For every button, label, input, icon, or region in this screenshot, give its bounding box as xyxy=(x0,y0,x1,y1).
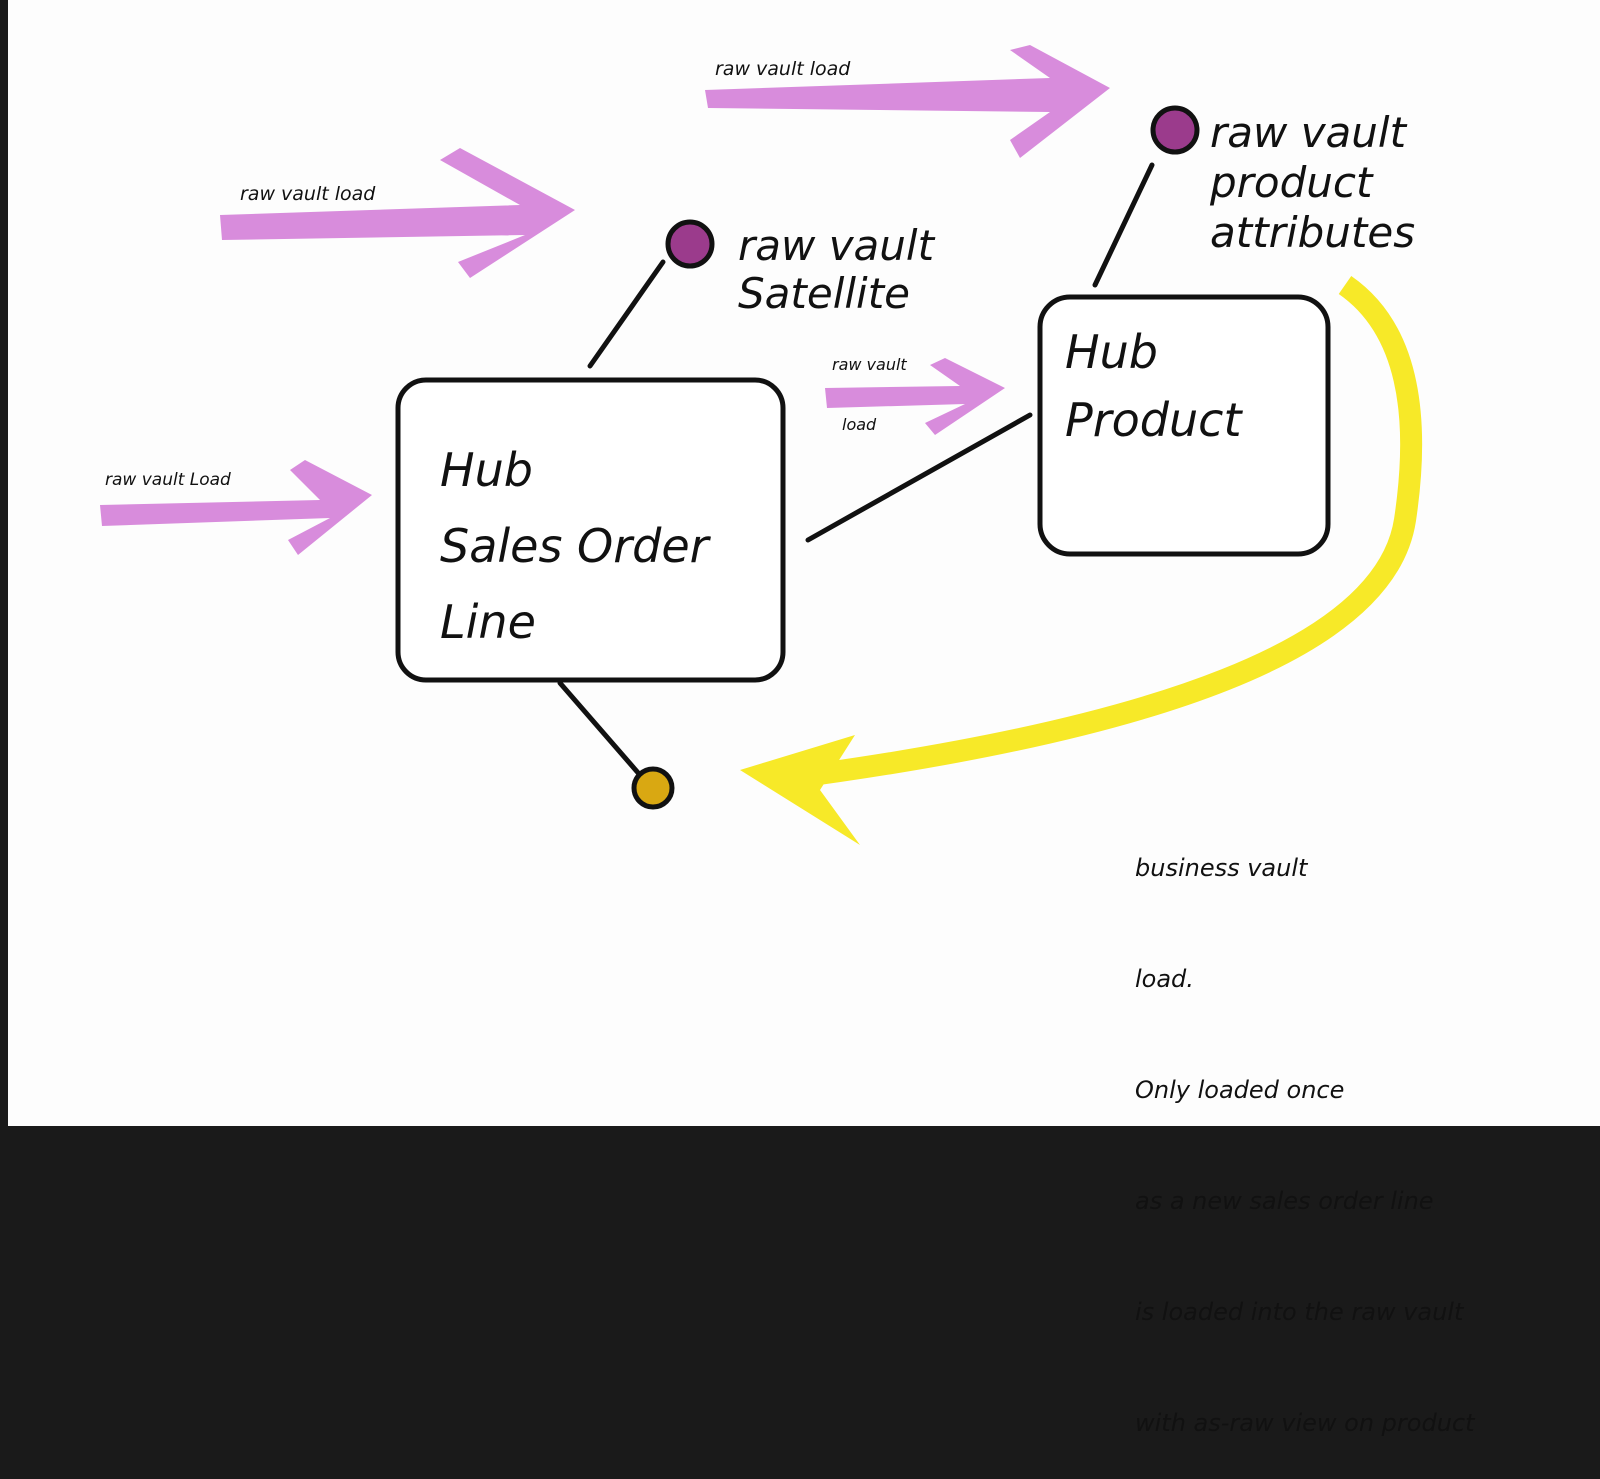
hub-label-line: Hub xyxy=(440,443,533,497)
satellite-label-line: raw vault xyxy=(738,221,935,270)
note-line: load. xyxy=(1135,965,1194,993)
hub-sales-order-line-box xyxy=(395,377,786,683)
note-line: is loaded into the raw vault xyxy=(1135,1298,1464,1326)
raw-vault-load-arrow-middle xyxy=(825,358,1005,435)
satellite-label-line: raw vault xyxy=(1210,108,1407,157)
connector-satellite-product xyxy=(1092,162,1155,288)
arrow-label-top: raw vault load xyxy=(715,58,851,80)
note-line: Only loaded once xyxy=(1135,1076,1345,1104)
paper-sheet xyxy=(8,0,1600,1126)
satellite-label-line: product xyxy=(1210,158,1373,207)
business-vault-load-arrow xyxy=(788,275,1423,789)
connector-link xyxy=(805,412,1033,543)
hub-label-line: Hub xyxy=(1065,325,1158,379)
satellite-dot-product xyxy=(1150,105,1200,155)
connector-satellite-sales xyxy=(587,259,666,369)
raw-vault-load-arrow-upper-left xyxy=(220,148,575,278)
note-line: business vault xyxy=(1135,854,1308,882)
satellite-label-line: Satellite xyxy=(738,269,911,318)
arrow-label-left: raw vault Load xyxy=(105,470,231,490)
hub-label-line: Sales Order xyxy=(440,519,709,573)
hub-product-box xyxy=(1037,294,1331,557)
hub-label-line: Product xyxy=(1065,393,1242,447)
raw-vault-load-arrow-top xyxy=(705,45,1110,158)
hub-label-line: Line xyxy=(440,595,536,649)
raw-vault-load-arrow-left xyxy=(100,460,372,555)
business-satellite-dot xyxy=(631,766,675,810)
arrow-label-upper-left: raw vault load xyxy=(240,183,376,205)
satellite-label-sales: raw vault Satellite xyxy=(738,222,934,318)
arrow-label-middle: raw vault xyxy=(832,355,907,374)
arrow-label-middle-2: load xyxy=(842,415,877,434)
business-vault-note: business vault load. Only loaded once as… xyxy=(1135,776,1475,1479)
satellite-label-product: raw vault product attributes xyxy=(1210,108,1415,258)
diagram-canvas xyxy=(100,45,1423,845)
note-line: with as-raw view on product xyxy=(1135,1409,1475,1437)
connector-business-satellite xyxy=(557,680,643,778)
hub-sales-order-line-label: Hub Sales Order Line xyxy=(440,432,709,660)
hub-product-label: Hub Product xyxy=(1065,318,1241,454)
satellite-dot-sales xyxy=(665,219,715,269)
satellite-label-line: attributes xyxy=(1210,208,1416,257)
note-line: as a new sales order line xyxy=(1135,1187,1434,1215)
